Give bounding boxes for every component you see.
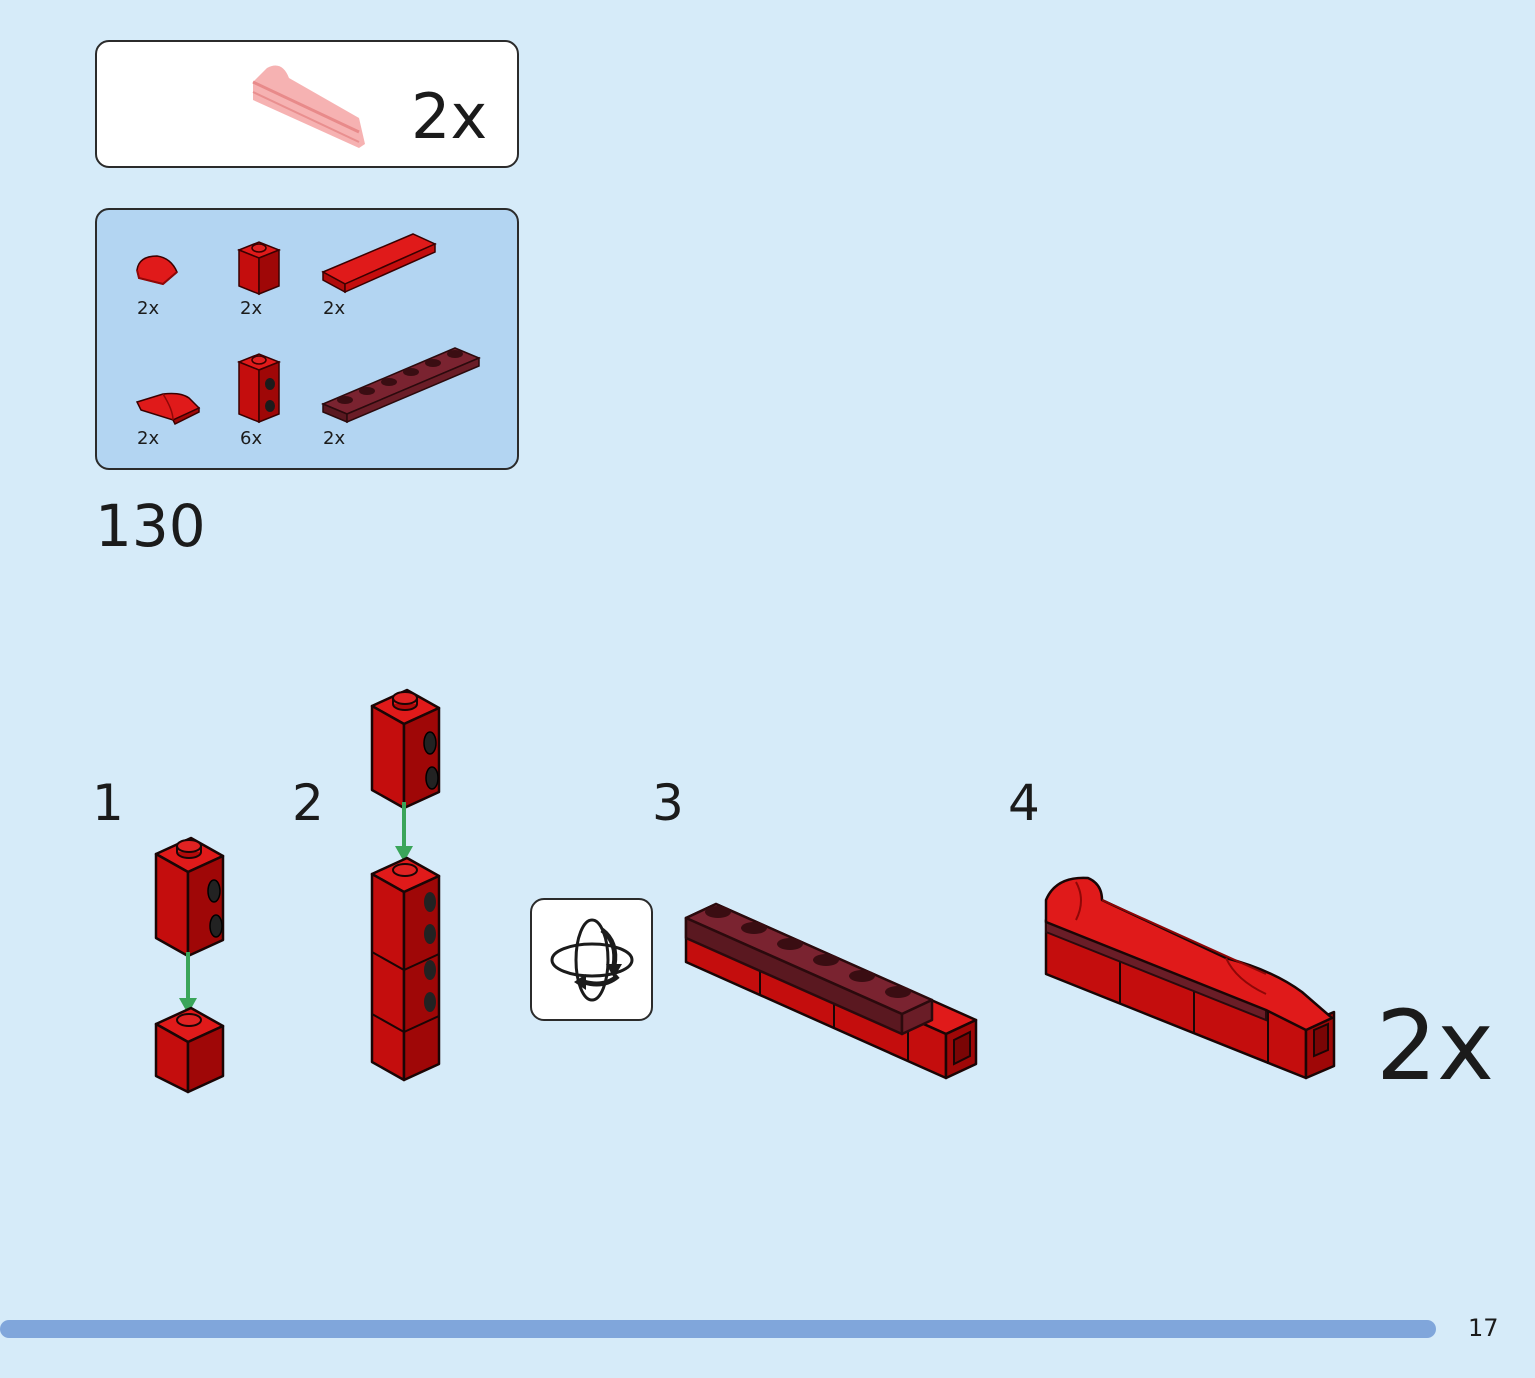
sub-step-number: 1 [92, 774, 124, 832]
sub-step-1-illustration [154, 836, 225, 1094]
part-qty: 2x [323, 298, 346, 319]
sub-step-4-illustration [1044, 876, 1336, 1080]
part-qty: 2x [323, 428, 346, 449]
parts-list: 2x 2x 2x 2x 6x [95, 208, 519, 470]
part-qty: 2x [137, 298, 160, 319]
rotate-callout [530, 898, 653, 1021]
final-multiplier: 2x [1376, 990, 1494, 1102]
sub-step-number: 3 [652, 774, 684, 832]
brick-side-studs-icon [236, 353, 282, 424]
sub-step-number: 4 [1008, 774, 1040, 832]
sub-step-2-illustration [370, 688, 441, 1082]
brick-1x1-icon [236, 241, 282, 296]
curved-slope-assembly-icon [252, 65, 365, 148]
step-number: 130 [95, 492, 206, 560]
part-qty: 2x [240, 298, 263, 319]
rotate-model-icon [550, 918, 634, 1002]
curved-slope-icon [135, 392, 201, 426]
sub-step-3-illustration [684, 902, 978, 1080]
submodel-callout: 2x [95, 40, 519, 168]
part-qty: 6x [240, 428, 263, 449]
round-tile-icon [136, 255, 178, 286]
page-number: 17 [1468, 1314, 1499, 1342]
plate-1x6-icon [321, 347, 481, 424]
tile-1x6-icon [321, 233, 437, 294]
submodel-multiplier: 2x [411, 80, 488, 153]
progress-bar [0, 1320, 1436, 1338]
sub-step-number: 2 [292, 774, 324, 832]
part-qty: 2x [137, 428, 160, 449]
